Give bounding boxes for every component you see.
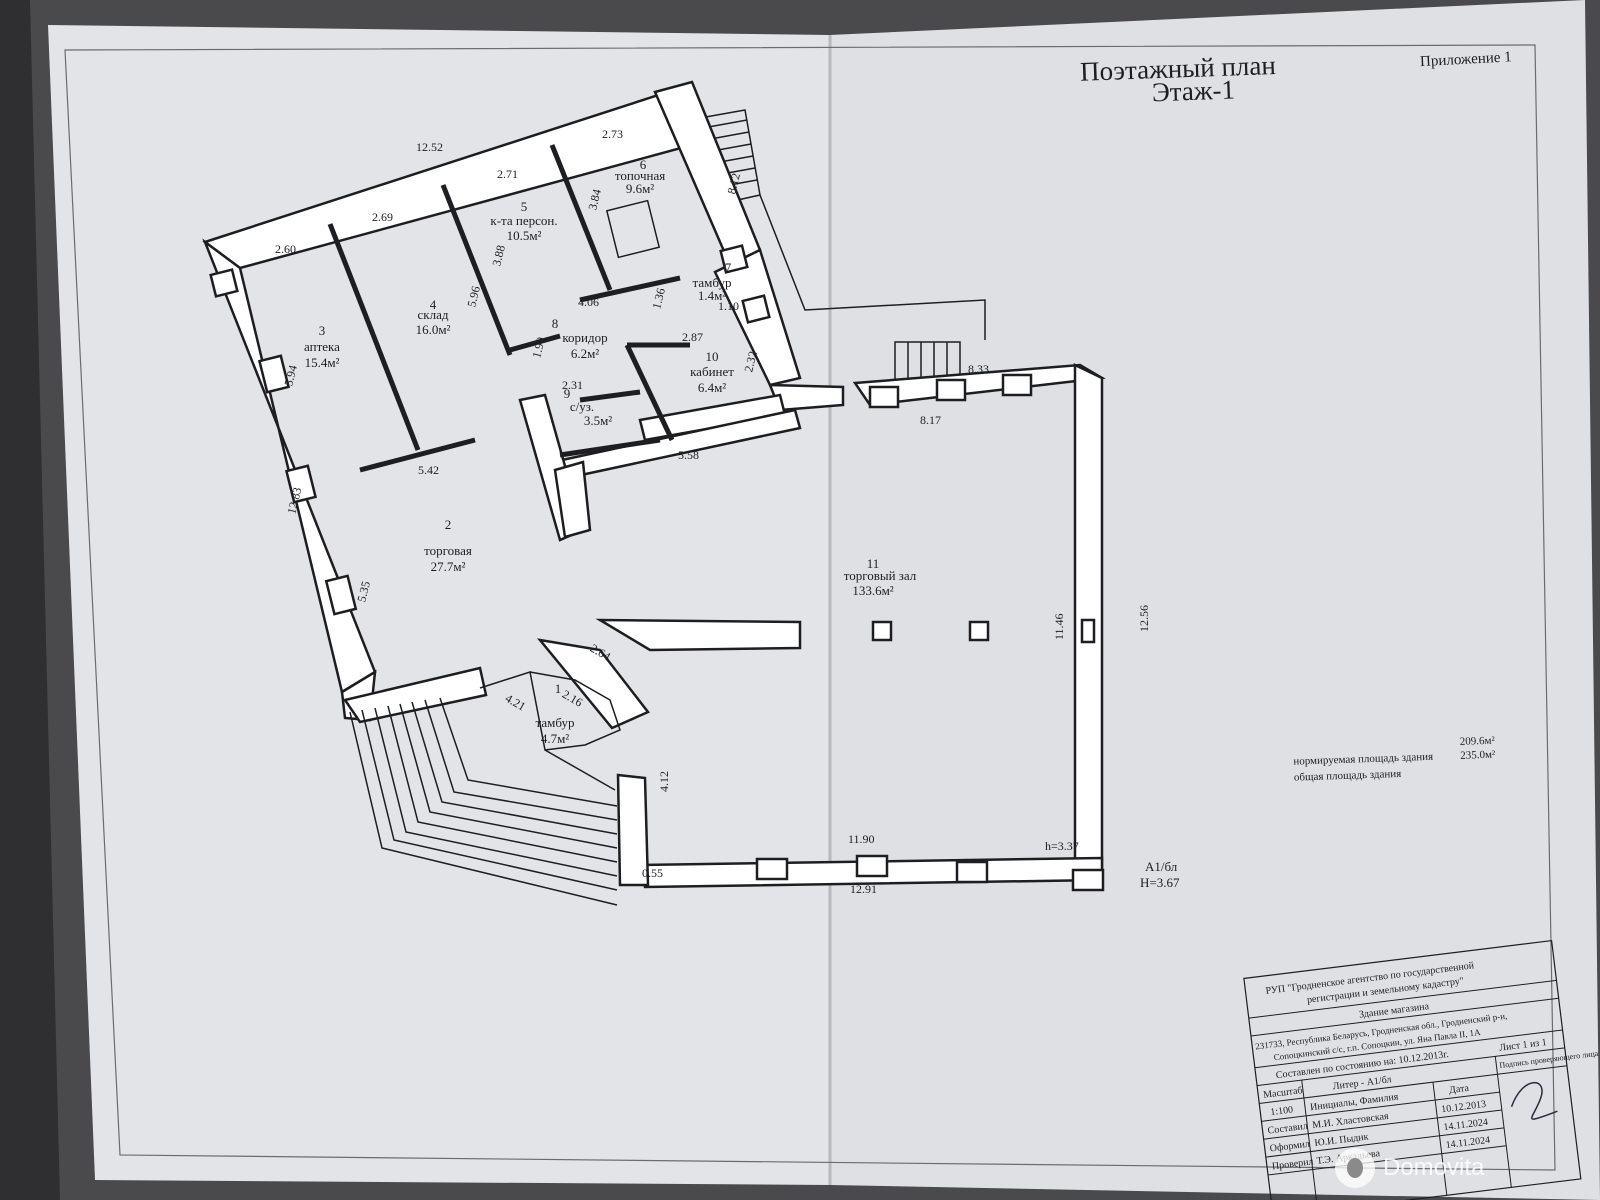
svg-text:16.0м²: 16.0м² bbox=[416, 322, 451, 337]
svg-text:8.17: 8.17 bbox=[920, 413, 941, 427]
svg-text:8.12: 8.12 bbox=[724, 172, 743, 196]
domovita-logo-icon bbox=[1335, 1148, 1375, 1188]
svg-text:Масштаб: Масштаб bbox=[1263, 1085, 1304, 1101]
svg-text:2.87: 2.87 bbox=[682, 330, 703, 344]
svg-text:8: 8 bbox=[552, 316, 559, 331]
svg-text:тамбур: тамбур bbox=[536, 715, 575, 730]
svg-text:14.11.2024: 14.11.2024 bbox=[1443, 1117, 1489, 1133]
svg-text:5.35: 5.35 bbox=[354, 580, 373, 604]
svg-text:2: 2 bbox=[445, 517, 452, 532]
svg-text:12.52: 12.52 bbox=[416, 140, 443, 154]
svg-text:2.31: 2.31 bbox=[562, 378, 583, 392]
svg-text:133.6м²: 133.6м² bbox=[852, 583, 893, 598]
svg-text:12.91: 12.91 bbox=[850, 882, 877, 896]
appendix-label: Приложение 1 bbox=[1420, 49, 1512, 70]
svg-text:5: 5 bbox=[521, 199, 528, 214]
svg-text:9: 9 bbox=[564, 386, 571, 401]
room-labels: 1 тамбур 4.7м² 2 торговая 27.7м² 3 аптек… bbox=[304, 157, 917, 746]
svg-text:15.4м²: 15.4м² bbox=[305, 355, 340, 370]
svg-text:кабинет: кабинет bbox=[690, 364, 734, 379]
svg-text:5.58: 5.58 bbox=[678, 448, 699, 462]
svg-text:6.2м²: 6.2м² bbox=[571, 346, 599, 361]
svg-text:10.5м²: 10.5м² bbox=[507, 228, 542, 243]
svg-text:общая площадь здания: общая площадь здания bbox=[1294, 768, 1402, 784]
svg-text:2.60: 2.60 bbox=[275, 242, 296, 256]
walls-main-hall bbox=[616, 363, 1106, 892]
svg-text:1:100: 1:100 bbox=[1270, 1104, 1294, 1118]
svg-text:235.0м²: 235.0м² bbox=[1460, 749, 1496, 762]
height-mark: Н=3.67 bbox=[1140, 875, 1180, 890]
svg-text:3.84: 3.84 bbox=[585, 188, 604, 212]
signature bbox=[1510, 1081, 1558, 1120]
svg-text:Оформил: Оформил bbox=[1269, 1139, 1310, 1155]
floor-label: Этаж-1 bbox=[1151, 74, 1235, 107]
svg-text:к-та персон.: к-та персон. bbox=[490, 213, 557, 228]
svg-text:10: 10 bbox=[706, 349, 719, 364]
svg-text:0.55: 0.55 bbox=[642, 866, 663, 880]
svg-text:6.4м²: 6.4м² bbox=[698, 380, 726, 395]
svg-text:6: 6 bbox=[640, 157, 647, 172]
svg-text:14.11.2024: 14.11.2024 bbox=[1445, 1135, 1491, 1151]
windows-left bbox=[209, 268, 358, 616]
litera-mark: А1/бл bbox=[1145, 859, 1178, 874]
svg-text:10.12.2013: 10.12.2013 bbox=[1441, 1099, 1487, 1115]
frame-border bbox=[64, 44, 1556, 1171]
svg-text:1.36: 1.36 bbox=[649, 287, 668, 311]
svg-text:h=3.37: h=3.37 bbox=[1045, 839, 1079, 853]
svg-text:5.94: 5.94 bbox=[281, 364, 300, 388]
svg-text:Составил: Составил bbox=[1267, 1121, 1308, 1137]
svg-text:9.6м²: 9.6м² bbox=[626, 181, 654, 196]
svg-text:4: 4 bbox=[430, 297, 437, 312]
svg-text:торговый зал: торговый зал bbox=[844, 568, 917, 583]
svg-text:7: 7 bbox=[725, 260, 732, 275]
svg-text:12.56: 12.56 bbox=[1137, 605, 1151, 632]
right-page bbox=[830, 0, 1600, 1200]
svg-text:топочная: топочная bbox=[615, 168, 665, 183]
area-summary: нормируемая площадь здания 209.6м² общая… bbox=[1293, 735, 1496, 784]
svg-text:3: 3 bbox=[319, 323, 326, 338]
svg-text:5.42: 5.42 bbox=[418, 463, 439, 477]
svg-text:склад: склад bbox=[418, 307, 449, 322]
svg-text:1.10: 1.10 bbox=[718, 299, 739, 313]
svg-text:нормируемая площадь здания: нормируемая площадь здания bbox=[1293, 751, 1433, 768]
svg-text:коридор: коридор bbox=[562, 330, 607, 345]
svg-text:2.73: 2.73 bbox=[602, 127, 623, 141]
svg-text:3.5м²: 3.5м² bbox=[584, 413, 612, 428]
svg-text:209.6м²: 209.6м² bbox=[1460, 735, 1496, 748]
svg-text:2.32: 2.32 bbox=[741, 350, 760, 374]
svg-text:1.4м²: 1.4м² bbox=[698, 288, 726, 303]
watermark-text: Domovita bbox=[1383, 1154, 1485, 1181]
svg-text:11: 11 bbox=[867, 556, 880, 571]
partitions bbox=[327, 144, 771, 473]
svg-text:11.90: 11.90 bbox=[848, 832, 875, 846]
svg-text:11.46: 11.46 bbox=[1052, 613, 1066, 640]
svg-text:5.96: 5.96 bbox=[464, 285, 483, 309]
watermark: Domovita bbox=[1335, 1148, 1484, 1188]
svg-text:Дата: Дата bbox=[1448, 1083, 1470, 1096]
svg-text:12.83: 12.83 bbox=[284, 486, 304, 516]
entrance-steps bbox=[349, 671, 621, 906]
svg-text:8.33: 8.33 bbox=[968, 362, 989, 376]
svg-text:4.12: 4.12 bbox=[657, 771, 671, 792]
svg-text:4.7м²: 4.7м² bbox=[541, 731, 569, 746]
svg-text:27.7м²: 27.7м² bbox=[431, 559, 466, 574]
svg-text:торговая: торговая bbox=[424, 543, 472, 558]
svg-text:2.71: 2.71 bbox=[497, 167, 518, 181]
svg-text:2.69: 2.69 bbox=[372, 210, 393, 224]
svg-text:тамбур: тамбур bbox=[693, 275, 732, 290]
plan-title: Поэтажный план bbox=[1079, 50, 1276, 87]
svg-text:Проверил: Проверил bbox=[1271, 1156, 1314, 1172]
svg-text:4.06: 4.06 bbox=[578, 295, 599, 309]
svg-text:1: 1 bbox=[555, 681, 562, 696]
svg-text:аптека: аптека bbox=[304, 339, 340, 354]
svg-text:с/уз.: с/уз. bbox=[570, 399, 594, 414]
svg-text:3.88: 3.88 bbox=[489, 244, 508, 268]
svg-text:1.90: 1.90 bbox=[529, 336, 548, 360]
